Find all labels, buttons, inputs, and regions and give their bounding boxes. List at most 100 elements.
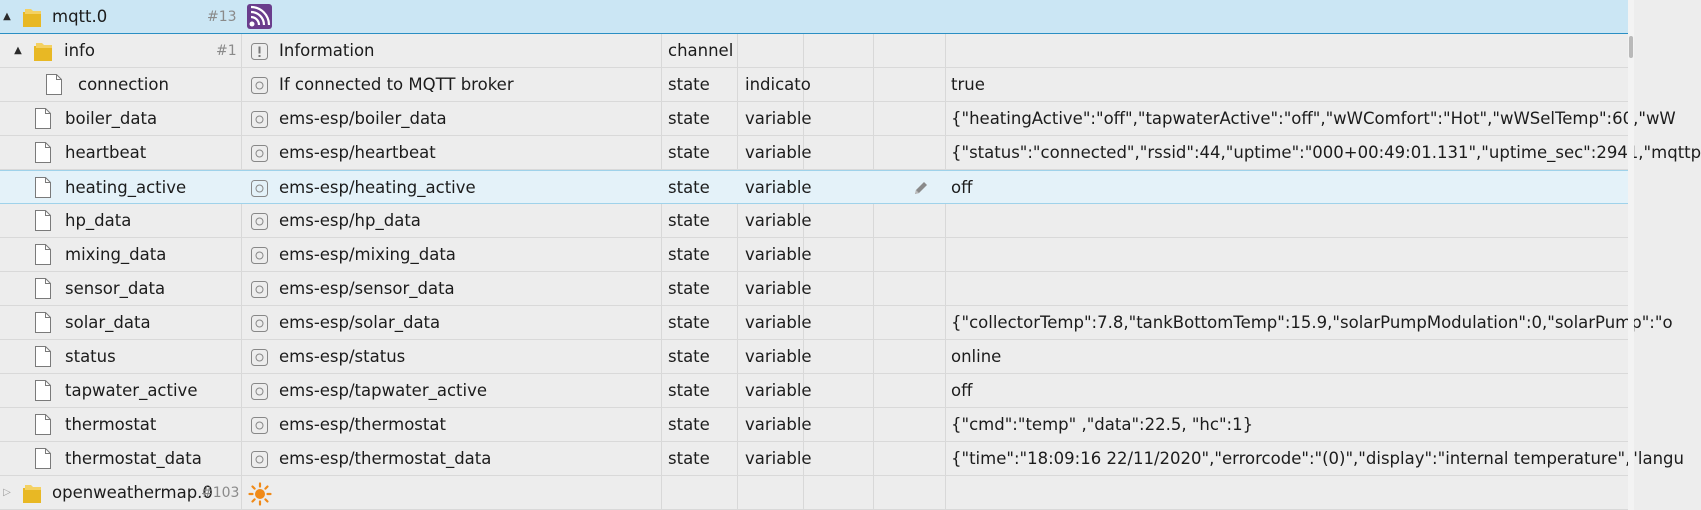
file-icon xyxy=(35,448,51,469)
tree-row-solar-data[interactable]: solar_data ems-esp/solar_data state vari… xyxy=(0,306,1673,340)
description-cell: ems-esp/heartbeat xyxy=(279,143,436,162)
vertical-scrollbar[interactable] xyxy=(1628,0,1634,510)
channel-name: info xyxy=(64,41,95,60)
description-cell: ems-esp/mixing_data xyxy=(279,245,456,264)
file-icon xyxy=(35,108,51,129)
file-icon xyxy=(35,244,51,265)
state-name: mixing_data xyxy=(65,245,167,264)
state-name: thermostat_data xyxy=(65,449,202,468)
role-cell: variable xyxy=(745,381,812,400)
file-icon xyxy=(46,74,62,95)
type-cell: state xyxy=(668,75,710,94)
type-cell: state xyxy=(668,313,710,332)
type-cell: state xyxy=(668,279,710,298)
tree-row-status[interactable]: status ems-esp/status state variable onl… xyxy=(0,340,1628,374)
state-icon xyxy=(251,349,268,366)
role-cell: variable xyxy=(745,415,812,434)
tree-row-mixing-data[interactable]: mixing_data ems-esp/mixing_data state va… xyxy=(0,238,1628,272)
description-cell: ems-esp/hp_data xyxy=(279,211,421,230)
sun-icon xyxy=(248,482,272,506)
type-cell: state xyxy=(668,143,710,162)
state-icon xyxy=(251,180,268,197)
mqtt-signal-icon xyxy=(247,4,272,29)
state-icon xyxy=(251,247,268,264)
expand-toggle[interactable]: ▷ xyxy=(3,487,11,498)
type-cell: state xyxy=(668,211,710,230)
tree-row-openweathermap[interactable]: ▷ openweathermap.0 #103 xyxy=(0,476,1628,510)
object-count: #1 xyxy=(216,42,237,59)
type-cell: state xyxy=(668,245,710,264)
description-cell: ems-esp/status xyxy=(279,347,406,366)
collapse-toggle[interactable]: ▲ xyxy=(14,45,22,56)
role-cell: variable xyxy=(745,143,812,162)
role-cell: variable xyxy=(745,211,812,230)
column-divider xyxy=(241,34,242,510)
edit-pencil-icon[interactable] xyxy=(912,179,930,197)
tree-row-tapwater-active[interactable]: tapwater_active ems-esp/tapwater_active … xyxy=(0,374,1628,408)
value-cell[interactable]: {"time":"18:09:16 22/11/2020","errorcode… xyxy=(951,449,1684,468)
role-cell: variable xyxy=(745,109,812,128)
state-name: thermostat xyxy=(65,415,157,434)
state-name: hp_data xyxy=(65,211,132,230)
file-icon xyxy=(35,142,51,163)
state-icon xyxy=(251,145,268,162)
file-icon xyxy=(35,414,51,435)
value-cell[interactable]: online xyxy=(951,347,1002,366)
object-count: #103 xyxy=(201,484,240,501)
type-cell: state xyxy=(668,177,710,197)
tree-row-thermostat[interactable]: thermostat ems-esp/thermostat state vari… xyxy=(0,408,1628,442)
column-divider xyxy=(661,34,662,510)
file-icon xyxy=(35,278,51,299)
state-icon xyxy=(251,111,268,128)
role-cell: variable xyxy=(745,245,812,264)
value-cell[interactable]: off xyxy=(951,381,973,400)
tree-row-sensor-data[interactable]: sensor_data ems-esp/sensor_data state va… xyxy=(0,272,1628,306)
value-cell[interactable] xyxy=(951,238,1628,271)
tree-row-thermostat-data[interactable]: thermostat_data ems-esp/thermostat_data … xyxy=(0,442,1684,476)
tree-row-connection[interactable]: connection If connected to MQTT broker s… xyxy=(0,68,1628,102)
role-cell: indicato xyxy=(745,75,811,94)
column-divider xyxy=(803,34,804,510)
state-icon xyxy=(251,451,268,468)
description-cell: ems-esp/solar_data xyxy=(279,313,441,332)
description-cell: If connected to MQTT broker xyxy=(279,75,514,94)
tree-row-info[interactable]: ▲ info #1 Information channel xyxy=(0,34,1628,68)
type-cell: channel xyxy=(668,41,734,60)
column-divider xyxy=(873,34,874,510)
description-cell: ems-esp/tapwater_active xyxy=(279,381,488,400)
description-cell: ems-esp/thermostat_data xyxy=(279,449,492,468)
description-cell: Information xyxy=(279,41,375,60)
value-cell[interactable]: true xyxy=(951,75,985,94)
type-cell: state xyxy=(668,381,710,400)
file-icon xyxy=(35,346,51,367)
type-cell: state xyxy=(668,347,710,366)
value-cell[interactable]: {"status":"connected","rssid":44,"uptime… xyxy=(951,143,1701,162)
description-cell: ems-esp/heating_active xyxy=(279,177,476,197)
role-cell: variable xyxy=(745,279,812,298)
value-cell[interactable] xyxy=(951,204,1628,237)
description-cell: ems-esp/sensor_data xyxy=(279,279,455,298)
state-name: connection xyxy=(78,75,169,94)
value-cell[interactable] xyxy=(951,272,1628,305)
folder-icon xyxy=(23,485,41,503)
value-cell[interactable]: {"collectorTemp":7.8,"tankBottomTemp":15… xyxy=(951,313,1673,332)
value-cell[interactable]: off xyxy=(951,177,973,197)
tree-row-mqtt[interactable]: ▲ mqtt.0 #13 xyxy=(0,0,1628,34)
role-cell: variable xyxy=(745,347,812,366)
state-icon xyxy=(251,315,268,332)
object-count: #13 xyxy=(207,8,237,25)
file-icon xyxy=(35,177,51,198)
type-cell: state xyxy=(668,449,710,468)
tree-row-hp-data[interactable]: hp_data ems-esp/hp_data state variable xyxy=(0,204,1628,238)
tree-row-boiler-data[interactable]: boiler_data ems-esp/boiler_data state va… xyxy=(0,102,1676,136)
state-icon xyxy=(251,417,268,434)
state-name: heating_active xyxy=(65,177,187,197)
tree-row-heating-active[interactable]: heating_active ems-esp/heating_active st… xyxy=(0,170,1628,204)
value-cell[interactable]: {"heatingActive":"off","tapwaterActive":… xyxy=(951,109,1676,128)
role-cell: variable xyxy=(745,449,812,468)
tree-row-heartbeat[interactable]: heartbeat ems-esp/heartbeat state variab… xyxy=(0,136,1701,170)
scrollbar-thumb[interactable] xyxy=(1629,36,1633,58)
state-name: solar_data xyxy=(65,313,151,332)
value-cell[interactable]: {"cmd":"temp" ,"data":22.5, "hc":1} xyxy=(951,415,1254,434)
collapse-toggle[interactable]: ▲ xyxy=(3,11,11,22)
